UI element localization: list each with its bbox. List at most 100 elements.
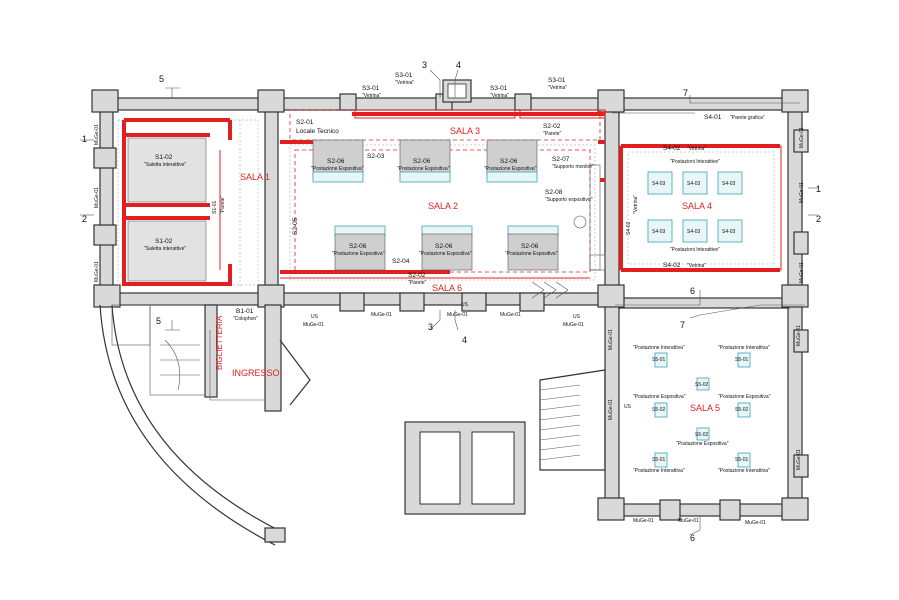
muge-v-1: MuGe-01 xyxy=(608,329,614,350)
muge-bot-1: MuGe-01 xyxy=(633,518,654,524)
code-s2-01: S2-01 xyxy=(296,119,314,126)
sala-1 xyxy=(117,118,259,286)
muge-mid-5: MuGe-01 xyxy=(563,322,584,328)
code-s4-03-6: S4-03 xyxy=(722,229,736,235)
us-2: US xyxy=(461,302,469,308)
section-7-top: 7 xyxy=(683,88,688,98)
label-vetrina-b: "Vetrina" xyxy=(395,80,414,86)
muge-right-1: MuGe-01 xyxy=(799,127,805,148)
room-sala-4: SALA 4 xyxy=(682,201,712,211)
muge-bot-2: MuGe-01 xyxy=(678,518,699,524)
code-s3-01-d: S3-01 xyxy=(548,77,566,84)
code-s5-02-4: S5-02 xyxy=(695,432,709,438)
room-sala-5: SALA 5 xyxy=(690,403,720,413)
code-s4-01: S4-01 xyxy=(704,114,722,121)
code-s2-06-6: S2-06 xyxy=(521,243,539,250)
code-s4-03-2: S4-03 xyxy=(687,181,701,187)
label-postazione-5: "Postazione Espositiva" xyxy=(419,251,472,257)
label-espositiva-s5-2: "Postazione Espositiva" xyxy=(718,394,771,400)
label-vetrina-d: "Vetrina" xyxy=(548,85,567,91)
section-3-top: 3 xyxy=(422,60,427,70)
label-postazione-6: "Postazione Espositiva" xyxy=(505,251,558,257)
code-s2-04: S2-04 xyxy=(392,258,410,265)
code-s2-08: S2-08 xyxy=(545,189,563,196)
label-saletta-b: "Saletta interattive" xyxy=(144,246,186,252)
code-s5-01-3: S5-01 xyxy=(652,457,666,463)
us-1: US xyxy=(311,314,319,320)
code-s2-06-5: S2-06 xyxy=(435,243,453,250)
code-s4-03-5: S4-03 xyxy=(687,229,701,235)
text-layer: SALA 1 SALA 2 SALA 3 SALA 4 SALA 5 SALA … xyxy=(82,60,821,543)
section-2-left: 2 xyxy=(82,214,87,224)
code-s2-02-bot: S2-02 xyxy=(408,272,426,279)
entrance-curved-wall xyxy=(99,304,311,546)
us-4: US xyxy=(624,404,632,410)
section-1-left: 1 xyxy=(82,134,87,144)
label-parete-bot: "Parete" xyxy=(408,280,427,286)
code-s4-02-top: S4-02 xyxy=(663,145,681,152)
sala-2-3 xyxy=(280,109,606,281)
room-sala-6: SALA 6 xyxy=(432,283,462,293)
code-s5-01-4: S5-01 xyxy=(735,457,749,463)
room-sala-3: SALA 3 xyxy=(450,126,480,136)
muge-right-3: MuGe-01 xyxy=(799,262,805,283)
code-s3-01-b: S3-01 xyxy=(395,72,413,79)
section-3-bot: 3 xyxy=(428,322,433,332)
muge-mid-3: MuGe-01 xyxy=(447,312,468,318)
us-3: US xyxy=(573,314,581,320)
muge-v-2: MuGe-01 xyxy=(608,399,614,420)
code-s5-01-1: S5-01 xyxy=(652,357,666,363)
sala-4 xyxy=(612,112,782,272)
code-s4-02-side: S4-02 xyxy=(626,221,632,235)
code-s2-06-1: S2-06 xyxy=(327,158,345,165)
label-colophon: "Colophon" xyxy=(233,316,258,322)
code-s1-01: S1-01 xyxy=(212,200,218,214)
code-s2-06-2: S2-06 xyxy=(413,158,431,165)
muge-left-3: MuGe-01 xyxy=(94,261,100,282)
label-interattiva-3: "Postazione Interattiva" xyxy=(633,468,685,474)
muge-mid-4: MuGe-01 xyxy=(500,312,521,318)
label-espositiva-s5-3: "Postazione Espositiva" xyxy=(676,441,729,447)
code-s5-02-1: S5-02 xyxy=(695,382,709,388)
label-interattiva-2: "Postazione Interattiva" xyxy=(718,345,770,351)
muge-left-1: MuGe-01 xyxy=(94,124,100,145)
code-s3-01-c: S3-01 xyxy=(490,85,508,92)
code-s1-02-b: S1-02 xyxy=(155,238,173,245)
section-1-right: 1 xyxy=(816,184,821,194)
label-interattiva-1: "Postazione Interattiva" xyxy=(633,345,685,351)
section-7-bot: 7 xyxy=(680,320,685,330)
label-espositiva-s5-1: "Postazione Espositiva" xyxy=(633,394,686,400)
label-supporto-monitor: "Supporto monitor" xyxy=(552,164,594,170)
code-s3-01-a: S3-01 xyxy=(362,85,380,92)
label-vetrina-a: "Vetrina" xyxy=(362,93,381,99)
label-postazione-4: "Postazione Espositiva" xyxy=(332,251,385,257)
code-s2-06-4: S2-06 xyxy=(349,243,367,250)
label-postazione-1: "Postazione Espositiva" xyxy=(311,166,364,172)
code-s2-03: S2-03 xyxy=(367,153,385,160)
code-s2-07: S2-07 xyxy=(552,156,570,163)
muge-mid-2: MuGe-01 xyxy=(371,312,392,318)
muge-right-4: MuGe-01 xyxy=(796,325,802,346)
label-interattiva-4: "Postazione Interattiva" xyxy=(718,468,770,474)
code-s4-03-3: S4-03 xyxy=(722,181,736,187)
label-postazione-2: "Postazione Espositiva" xyxy=(397,166,450,172)
room-sala-1: SALA 1 xyxy=(240,172,270,182)
label-vetrina-c: "Vetrina" xyxy=(490,93,509,99)
label-parete-s1: "Parete" xyxy=(220,195,226,214)
label-vetrina-s4-side: "Vetrina" xyxy=(633,195,639,214)
label-locale-tecnico: Locale Tecnico xyxy=(296,128,339,135)
section-4-top: 4 xyxy=(456,60,461,70)
code-s4-03-4: S4-03 xyxy=(652,229,666,235)
section-6-top: 6 xyxy=(690,286,695,296)
code-s5-02-2: S5-02 xyxy=(652,407,666,413)
section-5-top: 5 xyxy=(159,74,164,84)
section-5-bot: 5 xyxy=(156,316,161,326)
staircase xyxy=(531,281,606,471)
room-sala-2: SALA 2 xyxy=(428,201,458,211)
muge-right-2: MuGe-01 xyxy=(799,182,805,203)
code-s4-02-bot: S4-02 xyxy=(663,262,681,269)
sala-5 xyxy=(654,352,751,468)
room-ingresso: INGRESSO xyxy=(232,368,280,378)
code-s5-02-3: S5-02 xyxy=(735,407,749,413)
